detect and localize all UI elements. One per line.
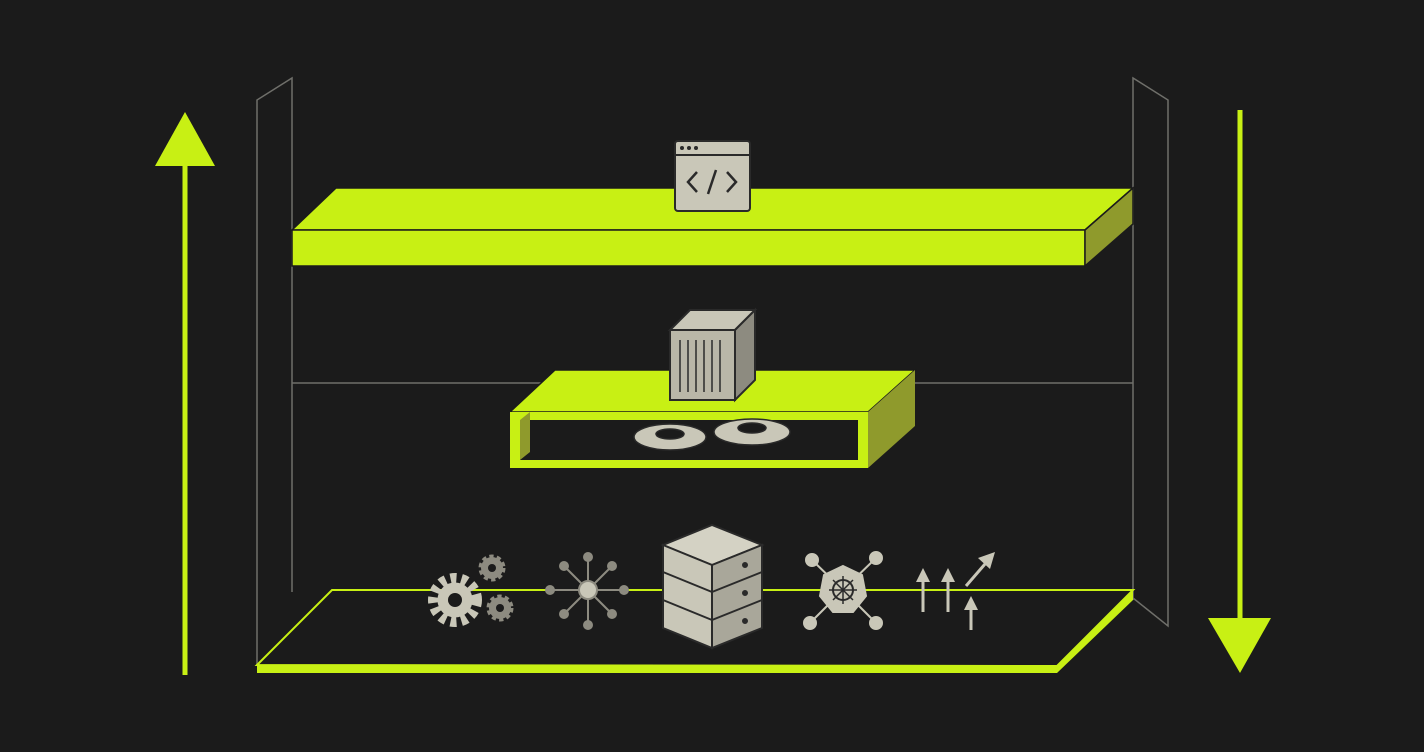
- arrow-up-icon: [155, 112, 215, 675]
- container-box-icon: [667, 307, 758, 403]
- gears-icon: [428, 554, 514, 627]
- code-window-icon: [674, 140, 751, 212]
- arrow-down-icon: [1208, 110, 1271, 673]
- network-node-icon: [545, 552, 629, 630]
- frame: [256, 76, 1169, 665]
- scale-arrows-icon: [916, 552, 995, 630]
- gears-icon: [633, 418, 791, 451]
- kubernetes-icon: [803, 551, 883, 630]
- server-stack-icon: [660, 523, 765, 650]
